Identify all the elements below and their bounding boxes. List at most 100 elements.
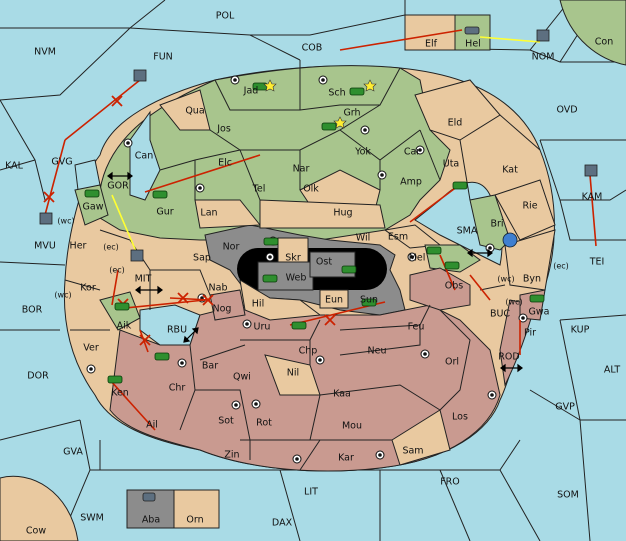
land-label-gur: Gur [156,207,173,218]
province-gaw [74,184,109,226]
province-boundaries [64,60,541,471]
army-icon [349,87,365,96]
sea-label-swm: SWM [80,513,104,524]
land-label-eun: Eun [325,295,343,306]
land-label-tel: Tel [252,184,266,195]
army-icon [84,189,100,198]
province-hug [259,199,386,229]
land-label-nil: Nil [287,368,299,379]
land-label-elc: Elc [218,158,232,169]
sea-label-dax: DAX [272,518,293,529]
land-label-ost: Ost [316,257,332,268]
sea-label-kup: KUP [571,325,590,336]
land-label-hel: Hel [465,39,481,50]
province-eld [414,79,501,141]
army-icon [107,375,123,384]
double-arrows [107,171,523,373]
land-label-hil: Hil [252,299,264,310]
coast-label-mvu-wc: (wc) [57,217,74,226]
sea-label-tei: TEI [589,257,605,268]
sea-label-con: Con [595,37,613,48]
land-label-ail: Ail [146,420,158,431]
land-label-jos: Jos [216,124,231,135]
sea-label-kal: KAL [5,161,24,172]
land-label-skr: Skr [285,253,301,264]
land-label-nab: Nab [209,283,228,294]
sea-label-nom: NOM [532,52,555,63]
land-label-esm: Esm [388,232,408,243]
land-label-hug: Hug [333,208,352,219]
province-orn [173,489,220,529]
land-label-chr: Chr [169,383,186,394]
land-label-sap: Sap [193,253,211,264]
fleet-icon [536,29,550,42]
fleet-icon [39,212,53,225]
army-icon [263,237,279,246]
province-nog [209,289,246,321]
land-label-los: Los [452,412,468,423]
sea-label-gva: GVA [63,447,83,458]
coast-label-kor-wc: (wc) [54,291,71,300]
sea-label-alt: ALT [604,365,620,376]
sea-label-mit: MIT [135,274,152,285]
land-label-kaa: Kaa [333,389,351,400]
land-label-car: Car [404,147,420,158]
province-sam [391,409,451,466]
army-icon [361,298,377,307]
land-label-obs: Obs [445,281,464,292]
coast-labels: (wc) (ec) (ec) (wc) (wc) (ec) (wc) [54,217,568,307]
land-label-mou: Mou [342,421,362,432]
land-label-nar: Nar [293,164,310,175]
star-icon [263,79,277,92]
land-label-zin: Zin [224,450,239,461]
sea-label-kam: KAM [582,192,603,203]
land-label-bar: Bar [202,361,218,372]
land-label-uru: Uru [254,322,271,333]
land-label-ken: Ken [111,388,129,399]
fleet-icon [464,26,480,35]
move-orders [44,29,597,431]
sea-label-sma: SMA [457,226,478,237]
land-label-nor: Nor [223,242,240,253]
land-label-aba: Aba [142,515,160,526]
sea-labels: POL NVM FUN COB NOM Con KAL OVD KAM TEI … [5,11,620,537]
land-label-sch: Sch [328,88,345,99]
star-icon [333,116,347,129]
province-eun [319,289,349,309]
land-label-kar: Kar [338,453,354,464]
army-icon [452,181,468,190]
sea-label-lit: LIT [304,487,318,498]
land-label-web: Web [286,273,307,284]
land-label-amp: Amp [400,177,422,188]
land-label-her: Her [70,241,87,252]
army-icon [262,274,278,283]
land-label-lan: Lan [200,208,217,219]
fleet-icon [584,164,598,177]
sea-label-dor: DOR [27,371,49,382]
coast-label-gaw-ec: (ec) [103,243,119,252]
army-icon [114,302,130,311]
land-label-olk: Olk [303,184,319,195]
land-label-qua: Qua [185,106,204,117]
land-label-neu: Neu [368,346,387,357]
army-icon [341,265,357,274]
land-label-gaw: Gaw [83,202,104,213]
land-label-sot: Sot [218,416,234,427]
coast-label-kor-ec: (ec) [109,266,125,275]
province-obs [409,267,471,311]
support-orders [111,36,541,257]
sea-label-cow: Cow [26,526,46,537]
land-label-orl: Orl [445,357,459,368]
land-label-bri: Bri [490,219,503,230]
army-icon [444,261,460,270]
land-label-byn: Byn [523,274,541,285]
land-label-ver: Ver [83,343,99,354]
land-label-sam: Sam [402,446,423,457]
sea-label-gor: GOR [107,181,129,192]
land-label-nog: Nog [213,304,232,315]
sea-label-som: SOM [557,490,579,501]
province-aik [99,291,141,331]
